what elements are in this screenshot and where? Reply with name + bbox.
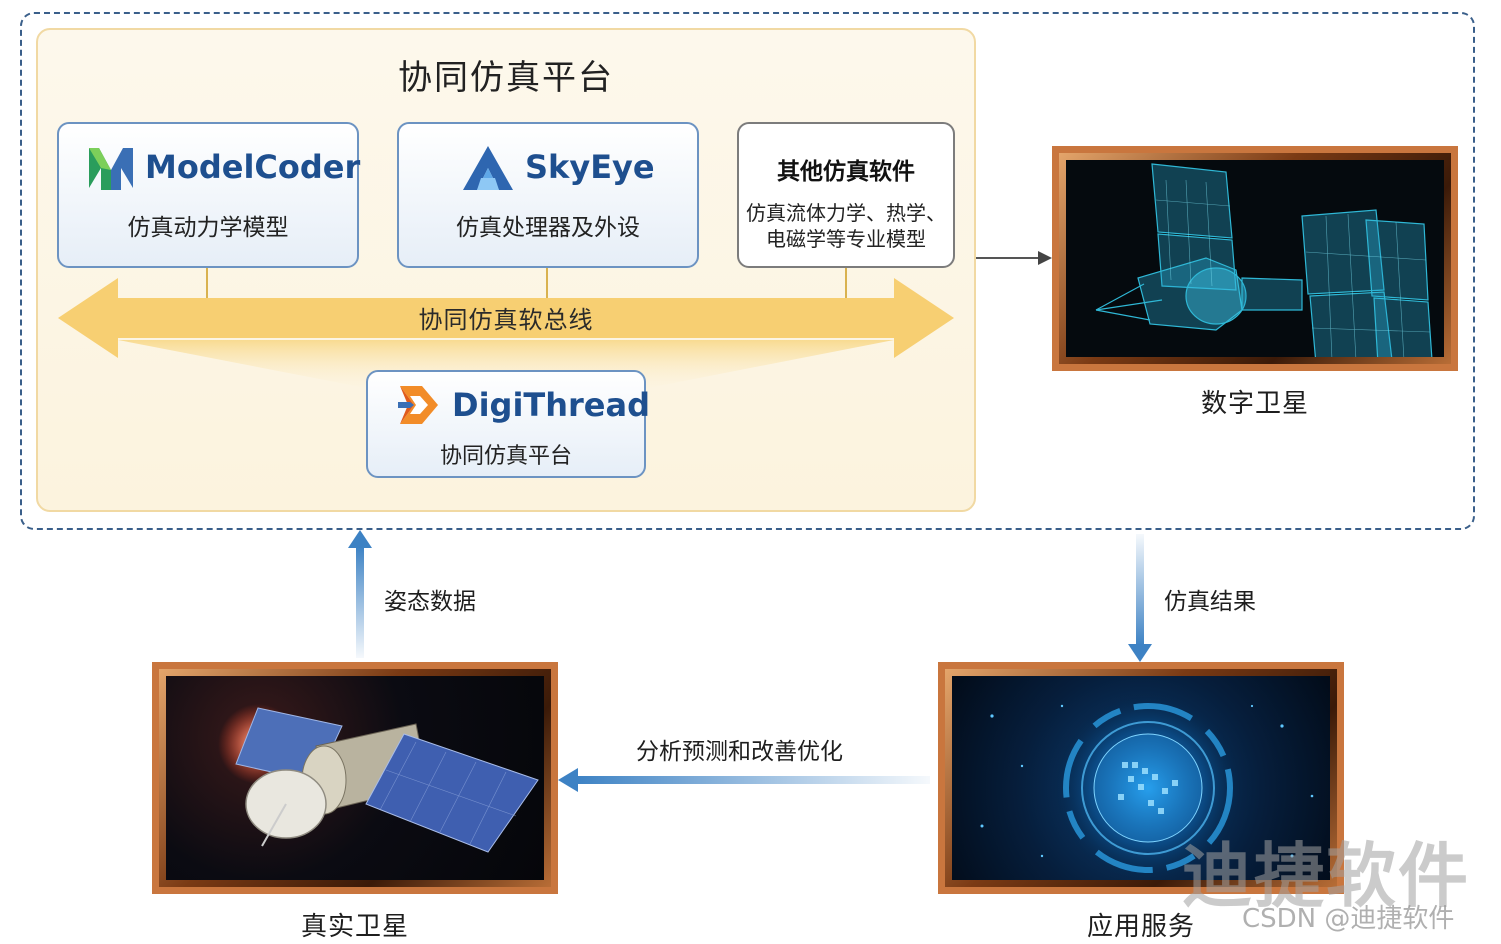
- modelcoder-card: ModelCoder 仿真动力学模型: [57, 122, 361, 268]
- analysis-arrow: [558, 768, 578, 792]
- digithread-logo-icon: [398, 386, 438, 424]
- digithread-name: DigiThread: [452, 386, 650, 424]
- skyeye-logo-icon: [463, 146, 513, 190]
- modelcoder-subtitle: 仿真动力学模型: [127, 215, 289, 241]
- real-satellite-illustration: [218, 704, 539, 853]
- sim-result-label: 仿真结果: [1164, 589, 1256, 615]
- bus-fan: [118, 340, 894, 388]
- wireframe-satellite-illustration: [1095, 163, 1433, 357]
- digital-satellite-image: [1052, 146, 1458, 371]
- other-software-desc-line2: 电磁学等专业模型: [766, 227, 926, 251]
- digital-globe-illustration: [980, 692, 1314, 880]
- skyeye-card: SkyEye 仿真处理器及外设: [397, 122, 699, 268]
- watermark-csdn-text: CSDN @迪捷软件: [1242, 904, 1455, 934]
- attitude-data-label: 姿态数据: [384, 589, 476, 615]
- watermark-logo-text: 迪捷软件: [1182, 835, 1470, 917]
- skyeye-name: SkyEye: [525, 148, 655, 186]
- digithread-card: DigiThread 协同仿真平台: [366, 370, 650, 478]
- sim-result-arrow: [1128, 644, 1152, 662]
- analysis-label: 分析预测和改善优化: [636, 739, 843, 765]
- digithread-subtitle: 协同仿真平台: [439, 444, 572, 469]
- arrow-to-digital-satellite: [1038, 251, 1052, 265]
- co-simulation-bus-arrow: [58, 278, 954, 358]
- platform-title: 协同仿真平台: [398, 58, 614, 98]
- application-service-image: [938, 662, 1344, 894]
- system-boundary: [20, 12, 1475, 530]
- other-software-card: 其他仿真软件 仿真流体力学、热学、 电磁学等专业模型: [737, 122, 955, 268]
- attitude-data-arrow: [348, 530, 372, 548]
- digital-satellite-caption: 数字卫星: [1200, 389, 1309, 419]
- real-satellite-image: [152, 662, 558, 894]
- application-service-caption: 应用服务: [1086, 912, 1195, 942]
- other-software-desc-line1: 仿真流体力学、热学、: [746, 201, 946, 225]
- bus-label: 协同仿真软总线: [418, 306, 594, 334]
- real-satellite-caption: 真实卫星: [300, 912, 409, 942]
- modelcoder-name: ModelCoder: [145, 148, 361, 186]
- modelcoder-logo-icon: [89, 148, 133, 190]
- other-software-title: 其他仿真软件: [777, 159, 915, 185]
- skyeye-subtitle: 仿真处理器及外设: [456, 215, 640, 241]
